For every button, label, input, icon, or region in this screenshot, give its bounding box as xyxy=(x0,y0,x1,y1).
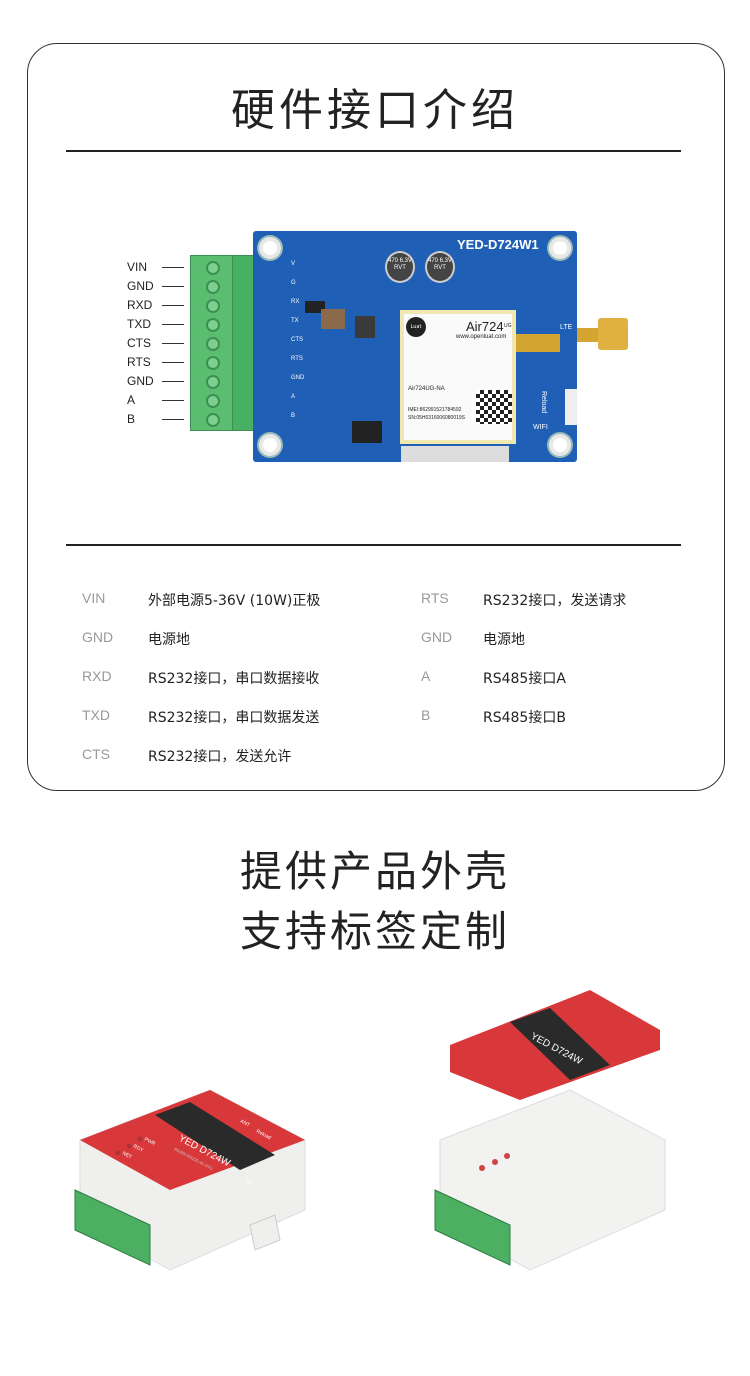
pin-name: GND xyxy=(82,629,114,645)
pin-label: CTS xyxy=(127,336,151,350)
board-pin-mark: V xyxy=(291,261,296,267)
divider xyxy=(66,150,681,152)
pin-leader-line xyxy=(162,419,184,420)
screw-icon xyxy=(206,356,220,370)
pin-name: RXD xyxy=(82,668,112,684)
ant-label: ANT xyxy=(239,1118,251,1128)
board-pin-mark: CTS xyxy=(291,337,303,343)
screw-icon xyxy=(206,394,220,408)
pin-name: A xyxy=(421,668,431,684)
board-pin-mark: B xyxy=(291,413,296,419)
pin-leader-line xyxy=(162,267,184,268)
screw-icon xyxy=(206,337,220,351)
pin-name: TXD xyxy=(82,707,110,723)
air724-module: Luat Air724 UG www.openluat.com Air724UG… xyxy=(400,310,516,444)
shell-heading-2: 支持标签定制 xyxy=(239,907,510,956)
pin-leader-line xyxy=(162,362,184,363)
pin-leader-line xyxy=(162,286,184,287)
screw-icon xyxy=(206,261,220,275)
pin-leader-line xyxy=(162,400,184,401)
led-label-rdy: RDY xyxy=(132,1143,145,1154)
pin-description: RS485接口A xyxy=(483,671,566,687)
enclosure-assembled: YED D724W RS485+RS232-4G DTU PWR RDY NET… xyxy=(74,1089,306,1271)
sim-label: SIM xyxy=(245,1178,254,1186)
pin-description: RS232接口，串口数据接收 xyxy=(148,671,320,687)
pin-label: GND xyxy=(127,279,154,293)
capacitor-label: 470 6.3V RVT xyxy=(425,251,455,283)
section-title: 硬件接口介绍 xyxy=(231,85,519,136)
pin-description: 电源地 xyxy=(483,632,525,648)
pin-name: VIN xyxy=(82,590,106,606)
pin-name: GND xyxy=(421,629,453,645)
led-label-net: NET xyxy=(121,1150,133,1160)
pin-description: RS232接口，串口数据发送 xyxy=(148,710,320,726)
pin-label: VIN xyxy=(127,260,148,274)
pin-description: 电源地 xyxy=(148,632,190,648)
interface-card xyxy=(27,43,725,791)
capacitor-label: 470 6.3V RVT xyxy=(385,251,415,283)
led-label-pwr: PWR xyxy=(143,1136,156,1147)
screw-icon xyxy=(206,318,220,332)
pin-label: TXD xyxy=(127,317,151,331)
pin-label: RXD xyxy=(127,298,153,312)
shell-heading-1: 提供产品外壳 xyxy=(239,847,510,896)
pin-label: A xyxy=(127,393,136,407)
pin-name: RTS xyxy=(421,590,449,606)
board-pin-mark: RTS xyxy=(291,356,303,362)
board-pin-mark: TX xyxy=(291,318,299,324)
enclosure-with-label: YED D724W xyxy=(434,990,666,1271)
pin-leader-line xyxy=(162,305,184,306)
divider xyxy=(66,544,681,546)
board-pin-mark: RX xyxy=(291,299,300,305)
board-pin-mark: GND xyxy=(291,375,305,381)
pin-description: RS232接口，发送请求 xyxy=(483,593,627,609)
pin-name: CTS xyxy=(82,746,110,762)
screw-icon xyxy=(206,413,220,427)
screw-icon xyxy=(206,375,220,389)
pin-description: 外部电源5-36V (10W)正极 xyxy=(148,593,321,609)
product-enclosure-images: YED D724W RS485+RS232-4G DTU PWR RDY NET… xyxy=(74,990,666,1271)
pin-name: B xyxy=(421,707,431,723)
pin-leader-line xyxy=(162,343,184,344)
board-pin-mark: G xyxy=(291,280,296,286)
pin-leader-line xyxy=(162,324,184,325)
board-model: YED-D724W1 xyxy=(457,237,539,252)
screw-icon xyxy=(206,280,220,294)
pin-label: RTS xyxy=(127,355,151,369)
pin-leader-line xyxy=(162,381,184,382)
pin-label: GND xyxy=(127,374,154,388)
qr-code-icon xyxy=(476,390,512,424)
pin-description: RS232接口，发送允许 xyxy=(148,749,292,765)
screw-icon xyxy=(206,299,220,313)
pin-label: B xyxy=(127,412,136,426)
board-pin-mark: A xyxy=(291,394,296,400)
pin-description: RS485接口B xyxy=(483,710,566,726)
